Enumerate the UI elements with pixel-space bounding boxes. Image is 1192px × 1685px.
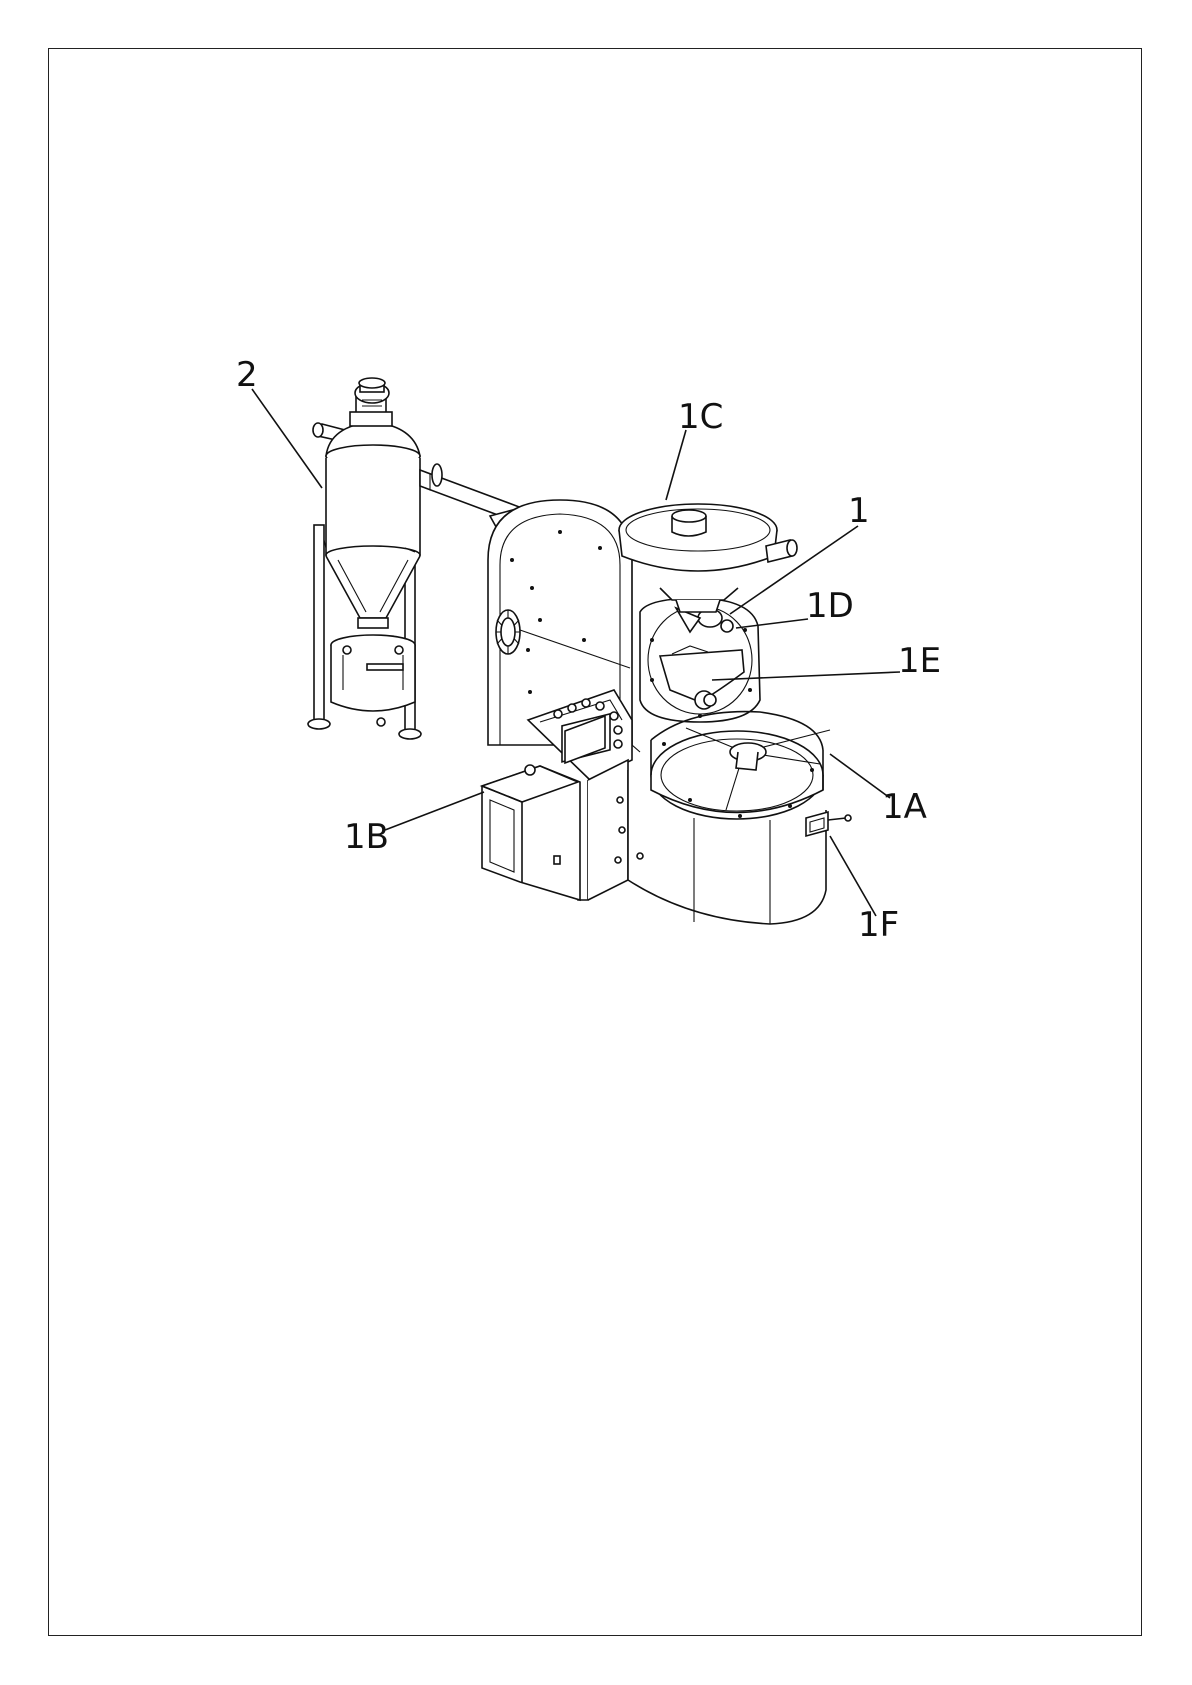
discharge-gate	[806, 812, 851, 836]
label-1: 1	[848, 491, 870, 531]
label-1c: 1C	[678, 397, 723, 437]
roaster-body	[482, 500, 851, 924]
label-1e: 1E	[898, 641, 941, 681]
label-1b: 1B	[344, 817, 389, 857]
cooling-tray	[651, 712, 830, 819]
label-1d: 1D	[806, 586, 854, 626]
label-1a: 1A	[882, 787, 927, 827]
bean-hopper	[619, 504, 797, 612]
burner-fan	[496, 610, 520, 654]
label-1f: 1F	[858, 905, 899, 945]
electrical-cabinet	[482, 765, 580, 900]
label-2: 2	[236, 355, 258, 395]
